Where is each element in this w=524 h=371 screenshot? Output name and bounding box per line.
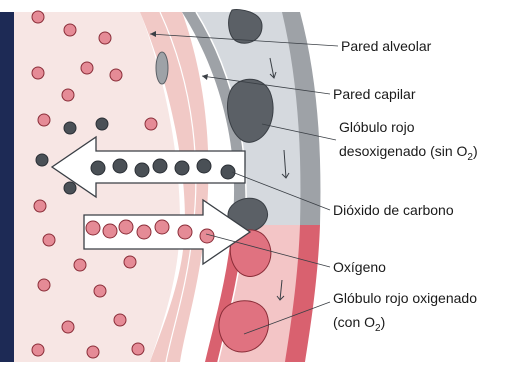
o2-dot [200,229,214,243]
label-oxy-rbc-line2: (con O2) [333,314,385,334]
label-oxy-rbc-line1: Glóbulo rojo oxigenado [333,290,477,306]
o2-dot [34,200,46,212]
o2-dot [87,346,99,358]
oxygenated-rbc [219,301,269,352]
co2-dot [113,159,127,173]
o2-dot [74,259,86,271]
o2-dot [81,62,93,74]
o2-dot [32,11,44,23]
o2-dot [38,114,50,126]
o2-dot [110,69,122,81]
o2-dot [64,24,76,36]
o2-dot [178,225,192,239]
leader-arrowhead [202,74,208,80]
label-deoxy-rbc-line2-post: ) [473,143,478,159]
co2-dot [36,154,48,166]
o2-dot [43,234,55,246]
o2-dot [119,220,133,234]
label-deoxy-rbc-line2: desoxigenado (sin O2) [339,143,478,163]
co2-dot [175,161,189,175]
label-capillary-wall: Pared capilar [333,86,416,102]
co2-dot [64,122,76,134]
o2-dot [94,285,106,297]
co2-dot [91,161,105,175]
o2-dot [62,89,74,101]
o2-dot [86,221,100,235]
label-carbon-dioxide: Dióxido de carbono [333,202,454,218]
label-oxygen: Oxígeno [333,259,386,275]
label-oxy-rbc-line2-post: ) [381,314,386,330]
o2-dot [32,67,44,79]
label-deoxy-rbc-line2-pre: desoxigenado (sin O [339,143,468,159]
o2-dot [62,321,74,333]
o2-dot [155,220,169,234]
o2-dot [145,118,157,130]
co2-dot [64,182,76,194]
o2-dot [38,279,50,291]
o2-dot [103,224,117,238]
label-alveolar-wall: Pared alveolar [341,38,432,54]
o2-dot [114,314,126,326]
o2-dot [99,32,111,44]
co2-dot [153,159,167,173]
o2-dot [132,343,144,355]
o2-dot [137,225,151,239]
left-frame-bar [0,12,14,362]
wall-cell [156,52,168,84]
o2-dot [124,256,136,268]
o2-dot [32,344,44,356]
alveolus-interior [14,12,180,362]
deoxygenated-rbc [227,79,273,142]
co2-dot [135,163,149,177]
co2-dot [96,118,108,130]
co2-dot [197,159,211,173]
label-deoxy-rbc-line1: Glóbulo rojo [339,119,415,135]
label-oxy-rbc-line2-pre: (con O [333,314,375,330]
